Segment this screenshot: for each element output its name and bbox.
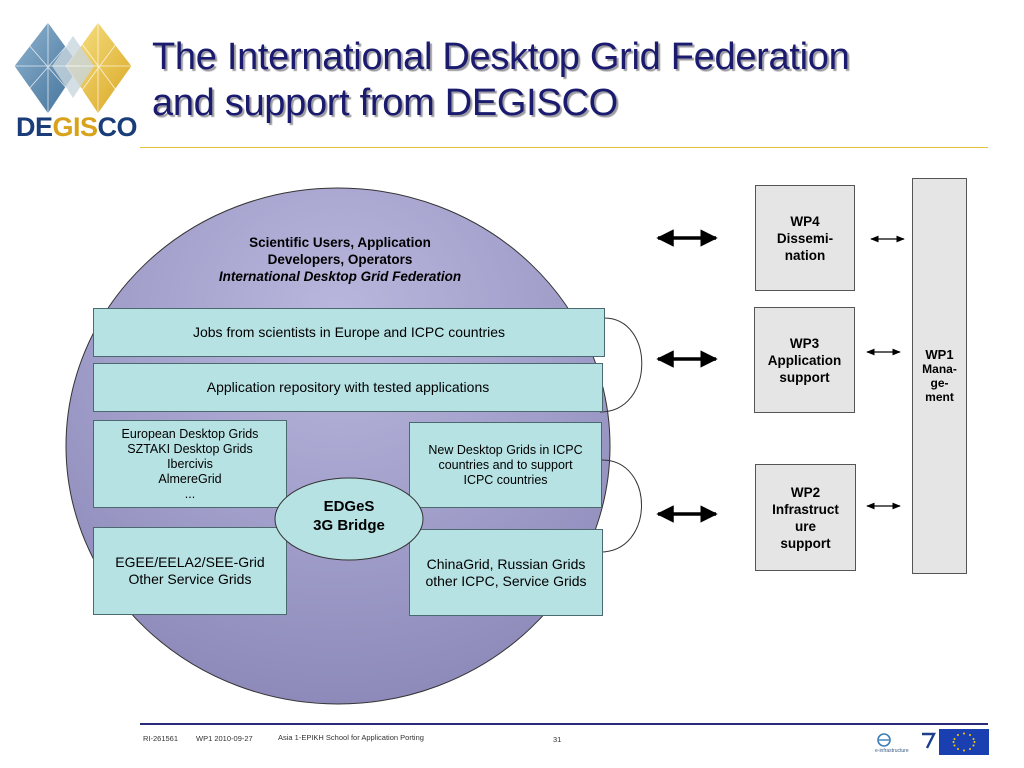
wp2-title: WP2 (790, 484, 821, 500)
wp4-line: Dissemi- (776, 230, 834, 246)
eu-flag-icon (939, 729, 989, 755)
icpc-service-grids-box: ChinaGrid, Russian Grids other ICPC, Ser… (409, 529, 603, 616)
fp7-logo (921, 732, 936, 749)
federation-header-line1: Scientific Users, Application (249, 235, 431, 250)
page-number: 31 (553, 735, 562, 744)
icpc-desktop-grids-box: New Desktop Grids in ICPC countries and … (409, 422, 602, 508)
service-grids-box: EGEE/EELA2/SEE-Grid Other Service Grids (93, 527, 287, 615)
wp3-box: WP3 Application support (754, 307, 855, 413)
wp1-line: Mana- (922, 362, 957, 376)
service-grids-line: Other Service Grids (128, 571, 252, 587)
wp2-line: Infrastruct (772, 501, 839, 517)
european-grids-line: SZTAKI Desktop Grids (127, 441, 253, 456)
footer-event: Asia 1-EPIKH School for Application Port… (278, 733, 424, 742)
bridge-line1: EDGeS (323, 498, 375, 515)
jobs-box: Jobs from scientists in Europe and ICPC … (93, 308, 605, 357)
wp1-line: ment (925, 390, 954, 404)
federation-header-line3: International Desktop Grid Federation (218, 269, 462, 284)
connector-curve-lower (599, 459, 642, 553)
connector-curve-upper (599, 317, 643, 413)
footer-divider (140, 723, 988, 725)
edges-bridge-ellipse (274, 477, 424, 561)
footer-id: RI-261561 (143, 734, 179, 743)
federation-header-line2: Developers, Operators (267, 252, 413, 267)
wp3-title: WP3 (789, 335, 820, 351)
e-infrastructure-logo: e-infrastructure (875, 733, 909, 754)
european-grids-line: AlmereGrid (158, 471, 222, 486)
wp1-line: ge- (930, 376, 949, 390)
icpc-desktop-line: ICPC countries (463, 472, 548, 487)
icpc-service-line: ChinaGrid, Russian Grids (426, 555, 586, 572)
repository-box: Application repository with tested appli… (93, 363, 603, 412)
wp2-line: ure (794, 518, 816, 534)
title-divider (140, 147, 988, 148)
european-grids-line: European Desktop Grids (121, 426, 259, 441)
slide-title-line2: and support from DEGISCO (152, 82, 618, 124)
repository-box-label: Application repository with tested appli… (206, 379, 490, 395)
european-grids-line: Ibercivis (167, 456, 213, 471)
wp2-line: support (780, 535, 831, 551)
wp4-box: WP4 Dissemi- nation (755, 185, 855, 291)
e-infrastructure-label: e-infrastructure (875, 748, 909, 754)
wp1-title: WP1 (925, 347, 954, 362)
footer-logos: e-infrastructure (875, 729, 989, 755)
edges-bridge-label: EDGeS 3G Bridge (274, 497, 424, 535)
logo-wordmark: DEGISCO (16, 112, 138, 142)
wp1-box: WP1 Mana- ge- ment (912, 178, 967, 574)
federation-header: Scientific Users, Application Developers… (170, 234, 510, 285)
european-grids-line: ... (184, 486, 196, 501)
icpc-service-line: other ICPC, Service Grids (425, 572, 587, 589)
wp4-title: WP4 (790, 213, 820, 229)
icpc-desktop-line: countries and to support (438, 457, 573, 472)
jobs-box-label: Jobs from scientists in Europe and ICPC … (192, 324, 506, 340)
bridge-line2: 3G Bridge (313, 517, 385, 534)
icpc-desktop-line: New Desktop Grids in ICPC (428, 442, 583, 457)
wp4-line: nation (784, 247, 826, 263)
wp3-line: Application (767, 352, 842, 368)
wp3-line: support (779, 369, 830, 385)
slide-title: The International Desktop Grid Federatio… (152, 34, 992, 126)
wp2-box: WP2 Infrastruct ure support (755, 464, 856, 571)
service-grids-line: EGEE/EELA2/SEE-Grid (115, 554, 265, 570)
degisco-diamond-logo (13, 21, 133, 115)
european-grids-box: European Desktop Grids SZTAKI Desktop Gr… (93, 420, 287, 508)
footer-wp-date: WP1 2010-09-27 (196, 734, 253, 743)
slide-title-line1: The International Desktop Grid Federatio… (152, 36, 850, 78)
